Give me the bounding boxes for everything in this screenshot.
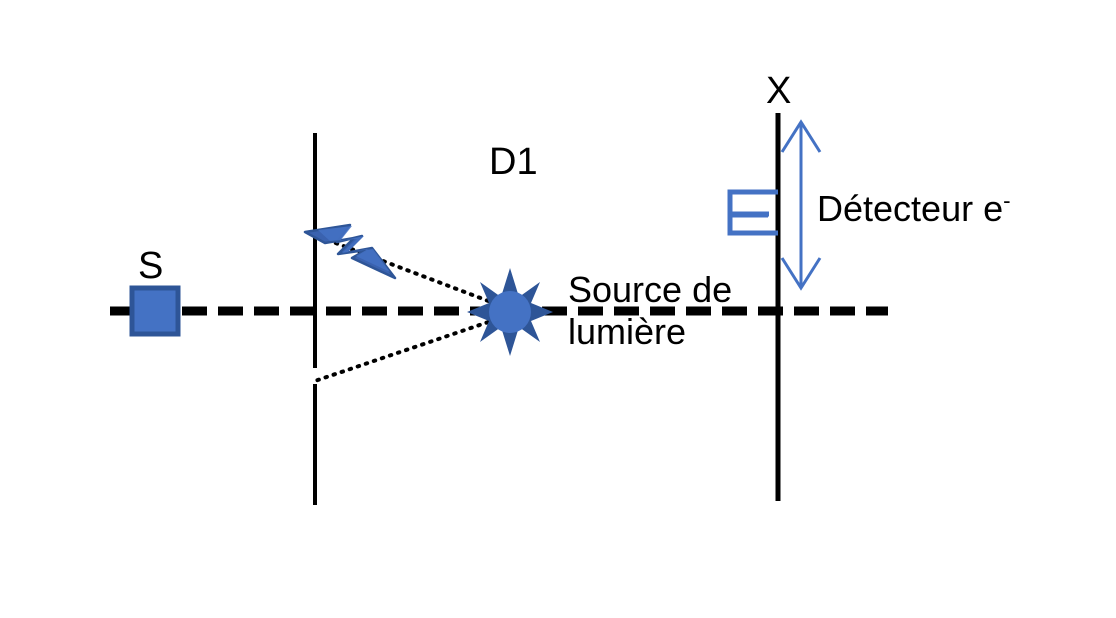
light-cone-ray-upper [310,232,514,312]
label-detector-screen-x: X [766,70,792,112]
detector-span-double-arrow [780,119,822,291]
label-electron-detector-charge: - [1003,188,1011,213]
light-cone-ray-lower [310,312,514,384]
label-light-source: Source de lumière [568,269,732,354]
emitter-box-S [129,285,181,337]
label-light-source-line1: Source de [568,269,733,310]
label-light-source-line2: lumière [568,311,687,353]
lightning-bolt-icon [303,223,397,280]
light-source-star-burst [467,268,553,356]
label-slit-screen-d1: D1 [489,141,538,183]
label-source-particle: S [138,245,164,287]
label-electron-detector-text: Détecteur e [817,188,1004,229]
label-electron-detector: Détecteur e- [817,188,1011,229]
